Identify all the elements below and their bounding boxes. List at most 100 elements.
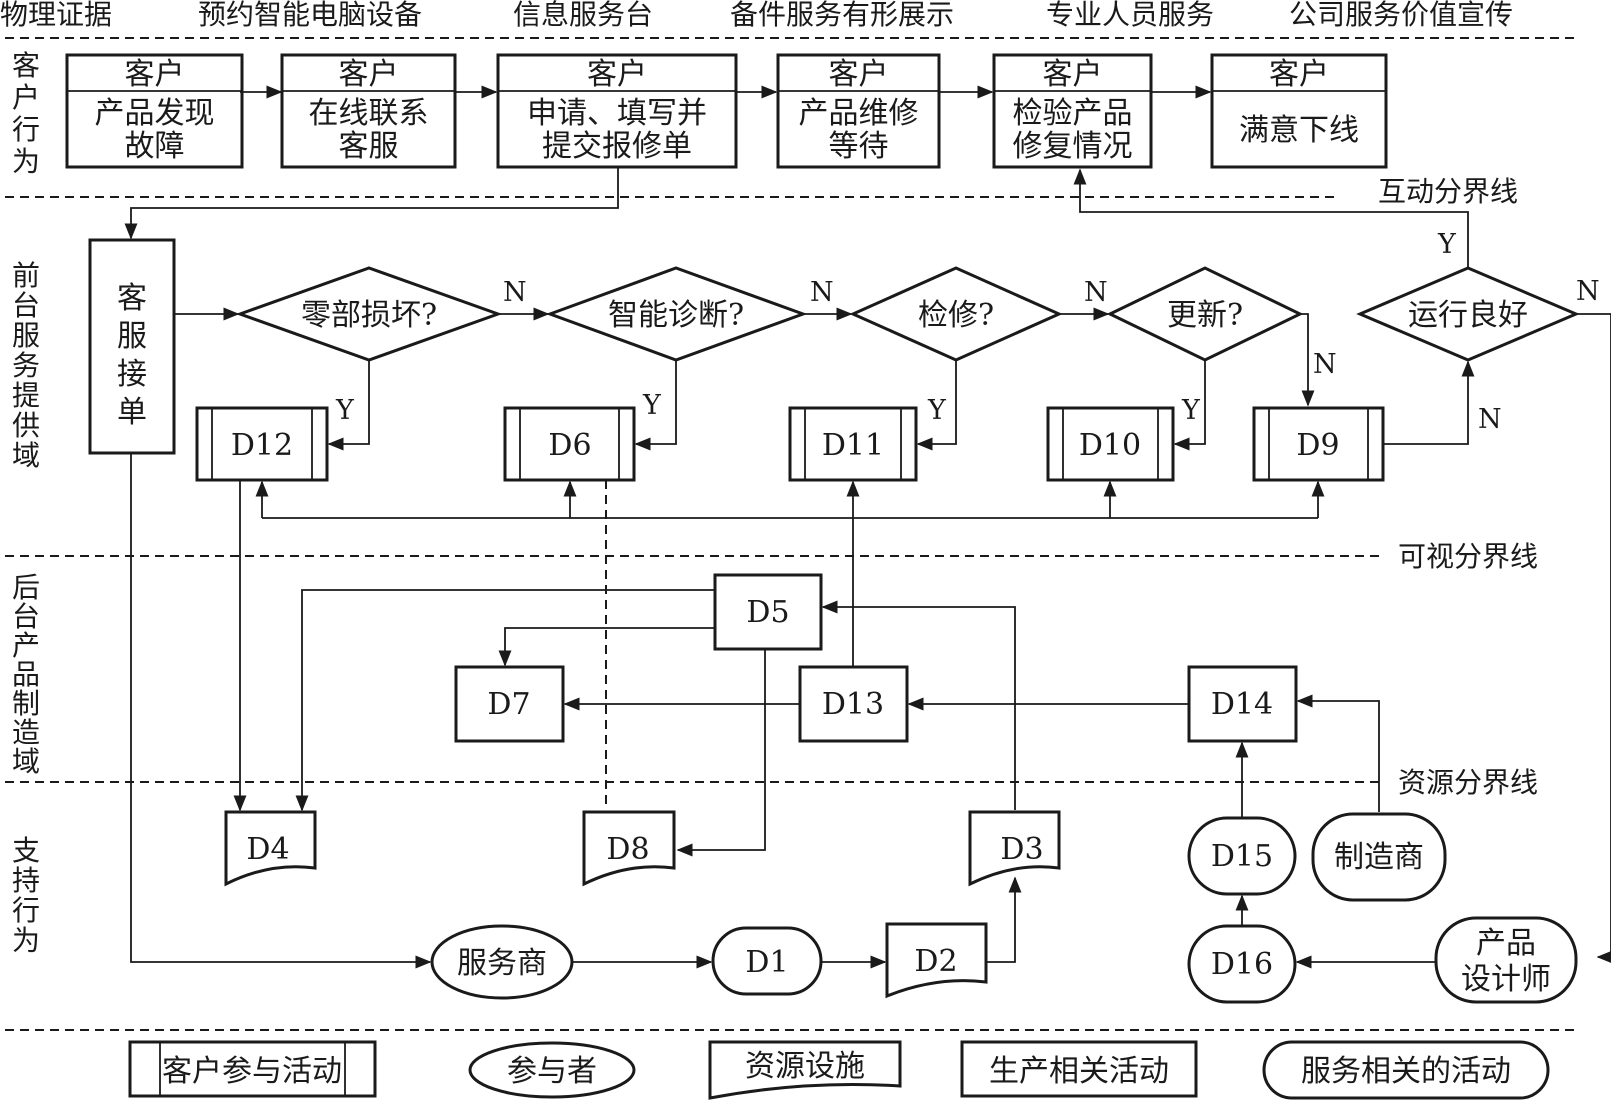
customer-step-label: 提交报修单 [542, 129, 692, 164]
customer-step-label: 满意下线 [1239, 113, 1359, 148]
yes-label: Y [1181, 395, 1201, 426]
customer-role-label: 客户 [1043, 57, 1103, 92]
manufacturer-label: 制造商 [1334, 840, 1424, 875]
legend-participant-label: 参与者 [507, 1054, 597, 1089]
customer-step-label: 申请、填写并 [527, 96, 707, 131]
decision-repair-label: 检修? [918, 298, 994, 333]
flow-arrow [1576, 313, 1611, 964]
flow-arrow [1383, 360, 1475, 445]
customer-role-label: 客户 [587, 57, 647, 92]
flow-arrow [676, 649, 766, 857]
legend-service-activity: 服务相关的活动 [1262, 1040, 1550, 1100]
header-smart-device: 预约智能电脑设备 [198, 0, 422, 31]
d11-label: D11 [822, 428, 884, 463]
d1-label: D1 [745, 945, 788, 980]
customer-activity-d9: D9 [1252, 406, 1385, 482]
customer-step-label: 修复情况 [1013, 129, 1133, 164]
flow-arrow [1296, 694, 1380, 812]
customer-activity-d11: D11 [788, 406, 918, 482]
manufacturer [1311, 812, 1447, 902]
legend-service-label: 服务相关的活动 [1301, 1054, 1511, 1089]
legend: 客户参与活动 参与者 资源设施 生产相关活动 服务相关的活动 [128, 1040, 1550, 1100]
d9-label: D9 [1296, 428, 1339, 463]
production-d13 [798, 665, 909, 743]
document-d4 [224, 810, 317, 887]
resource-boundary-label: 资源分界线 [1398, 766, 1538, 799]
lane-label-char: 品 [12, 658, 40, 691]
flow-arrow [124, 167, 619, 240]
flow-arrow [634, 360, 677, 451]
lane-label-char: 域 [12, 439, 40, 472]
d2-label: D2 [914, 944, 957, 979]
lane-label-char: 服 [12, 319, 40, 352]
lane-label-char: 务 [12, 349, 40, 382]
customer-activity-d10: D10 [1046, 406, 1175, 482]
flow-arrow [1173, 360, 1206, 451]
d7-label: D7 [487, 687, 530, 722]
flow-arrow [327, 360, 370, 451]
legend-production-label: 生产相关活动 [989, 1054, 1169, 1089]
service-start-char: 客 [117, 281, 147, 316]
legend-customer-activity-label: 客户参与活动 [162, 1054, 342, 1089]
d8-label: D8 [606, 832, 649, 867]
header-company-value: 公司服务价值宣传 [1289, 0, 1513, 31]
lane-label-char: 客 [12, 49, 40, 82]
flow-arrow [821, 600, 1016, 810]
lane-label-char: 域 [12, 745, 40, 778]
lane-label-char: 为 [12, 924, 40, 957]
customer-step-label: 在线联系 [309, 96, 429, 131]
interaction-boundary-label: 互动分界线 [1378, 175, 1518, 208]
lane-label-char: 台 [12, 289, 40, 322]
d10-label: D10 [1079, 428, 1141, 463]
document-d2 [885, 922, 988, 999]
d4-label: D4 [246, 832, 289, 867]
lane-label-char: 产 [12, 629, 40, 662]
header-spare-parts: 备件服务有形展示 [730, 0, 954, 31]
lane-label-char: 造 [12, 716, 40, 749]
lane-label-char: 行 [12, 894, 40, 927]
legend-customer-activity: 客户参与活动 [128, 1040, 377, 1098]
service-start-box [88, 238, 176, 455]
lane-label-char: 提 [12, 379, 40, 412]
service-d15 [1187, 816, 1297, 896]
d12-label: D12 [231, 428, 293, 463]
product-designer [1434, 916, 1578, 1004]
d13-label: D13 [822, 687, 884, 722]
designer-label-1: 产品 [1476, 926, 1536, 961]
flow-arrow [986, 876, 1022, 963]
header-info-desk: 信息服务台 [513, 0, 653, 31]
customer-step-label: 产品维修 [799, 96, 919, 131]
physical-evidence-row: 物理证据 预约智能电脑设备 信息服务台 备件服务有形展示 专业人员服务 公司服务… [0, 0, 1513, 31]
d6-label: D6 [548, 428, 591, 463]
customer-step-label: 故障 [125, 129, 185, 164]
production-d7 [454, 665, 565, 743]
yes-label: Y [1437, 229, 1457, 260]
customer-role-label: 客户 [339, 57, 399, 92]
production-d5 [713, 573, 823, 651]
d16-label: D16 [1211, 947, 1273, 982]
customer-role-label: 客户 [1269, 57, 1329, 92]
lane-label-char: 户 [12, 81, 40, 114]
header-physical-evidence: 物理证据 [0, 0, 112, 31]
d14-label: D14 [1211, 687, 1273, 722]
legend-resource-facility: 资源设施 [708, 1040, 902, 1100]
customer-step-label: 客服 [339, 129, 399, 164]
legend-participant: 参与者 [468, 1041, 636, 1099]
designer-label-2: 设计师 [1461, 962, 1551, 997]
lane-label-char: 后 [12, 571, 40, 604]
flow-arrow [916, 360, 957, 451]
legend-resource-label: 资源设施 [745, 1049, 865, 1084]
lane-label-char: 为 [12, 145, 40, 178]
service-start-char: 单 [117, 395, 147, 430]
